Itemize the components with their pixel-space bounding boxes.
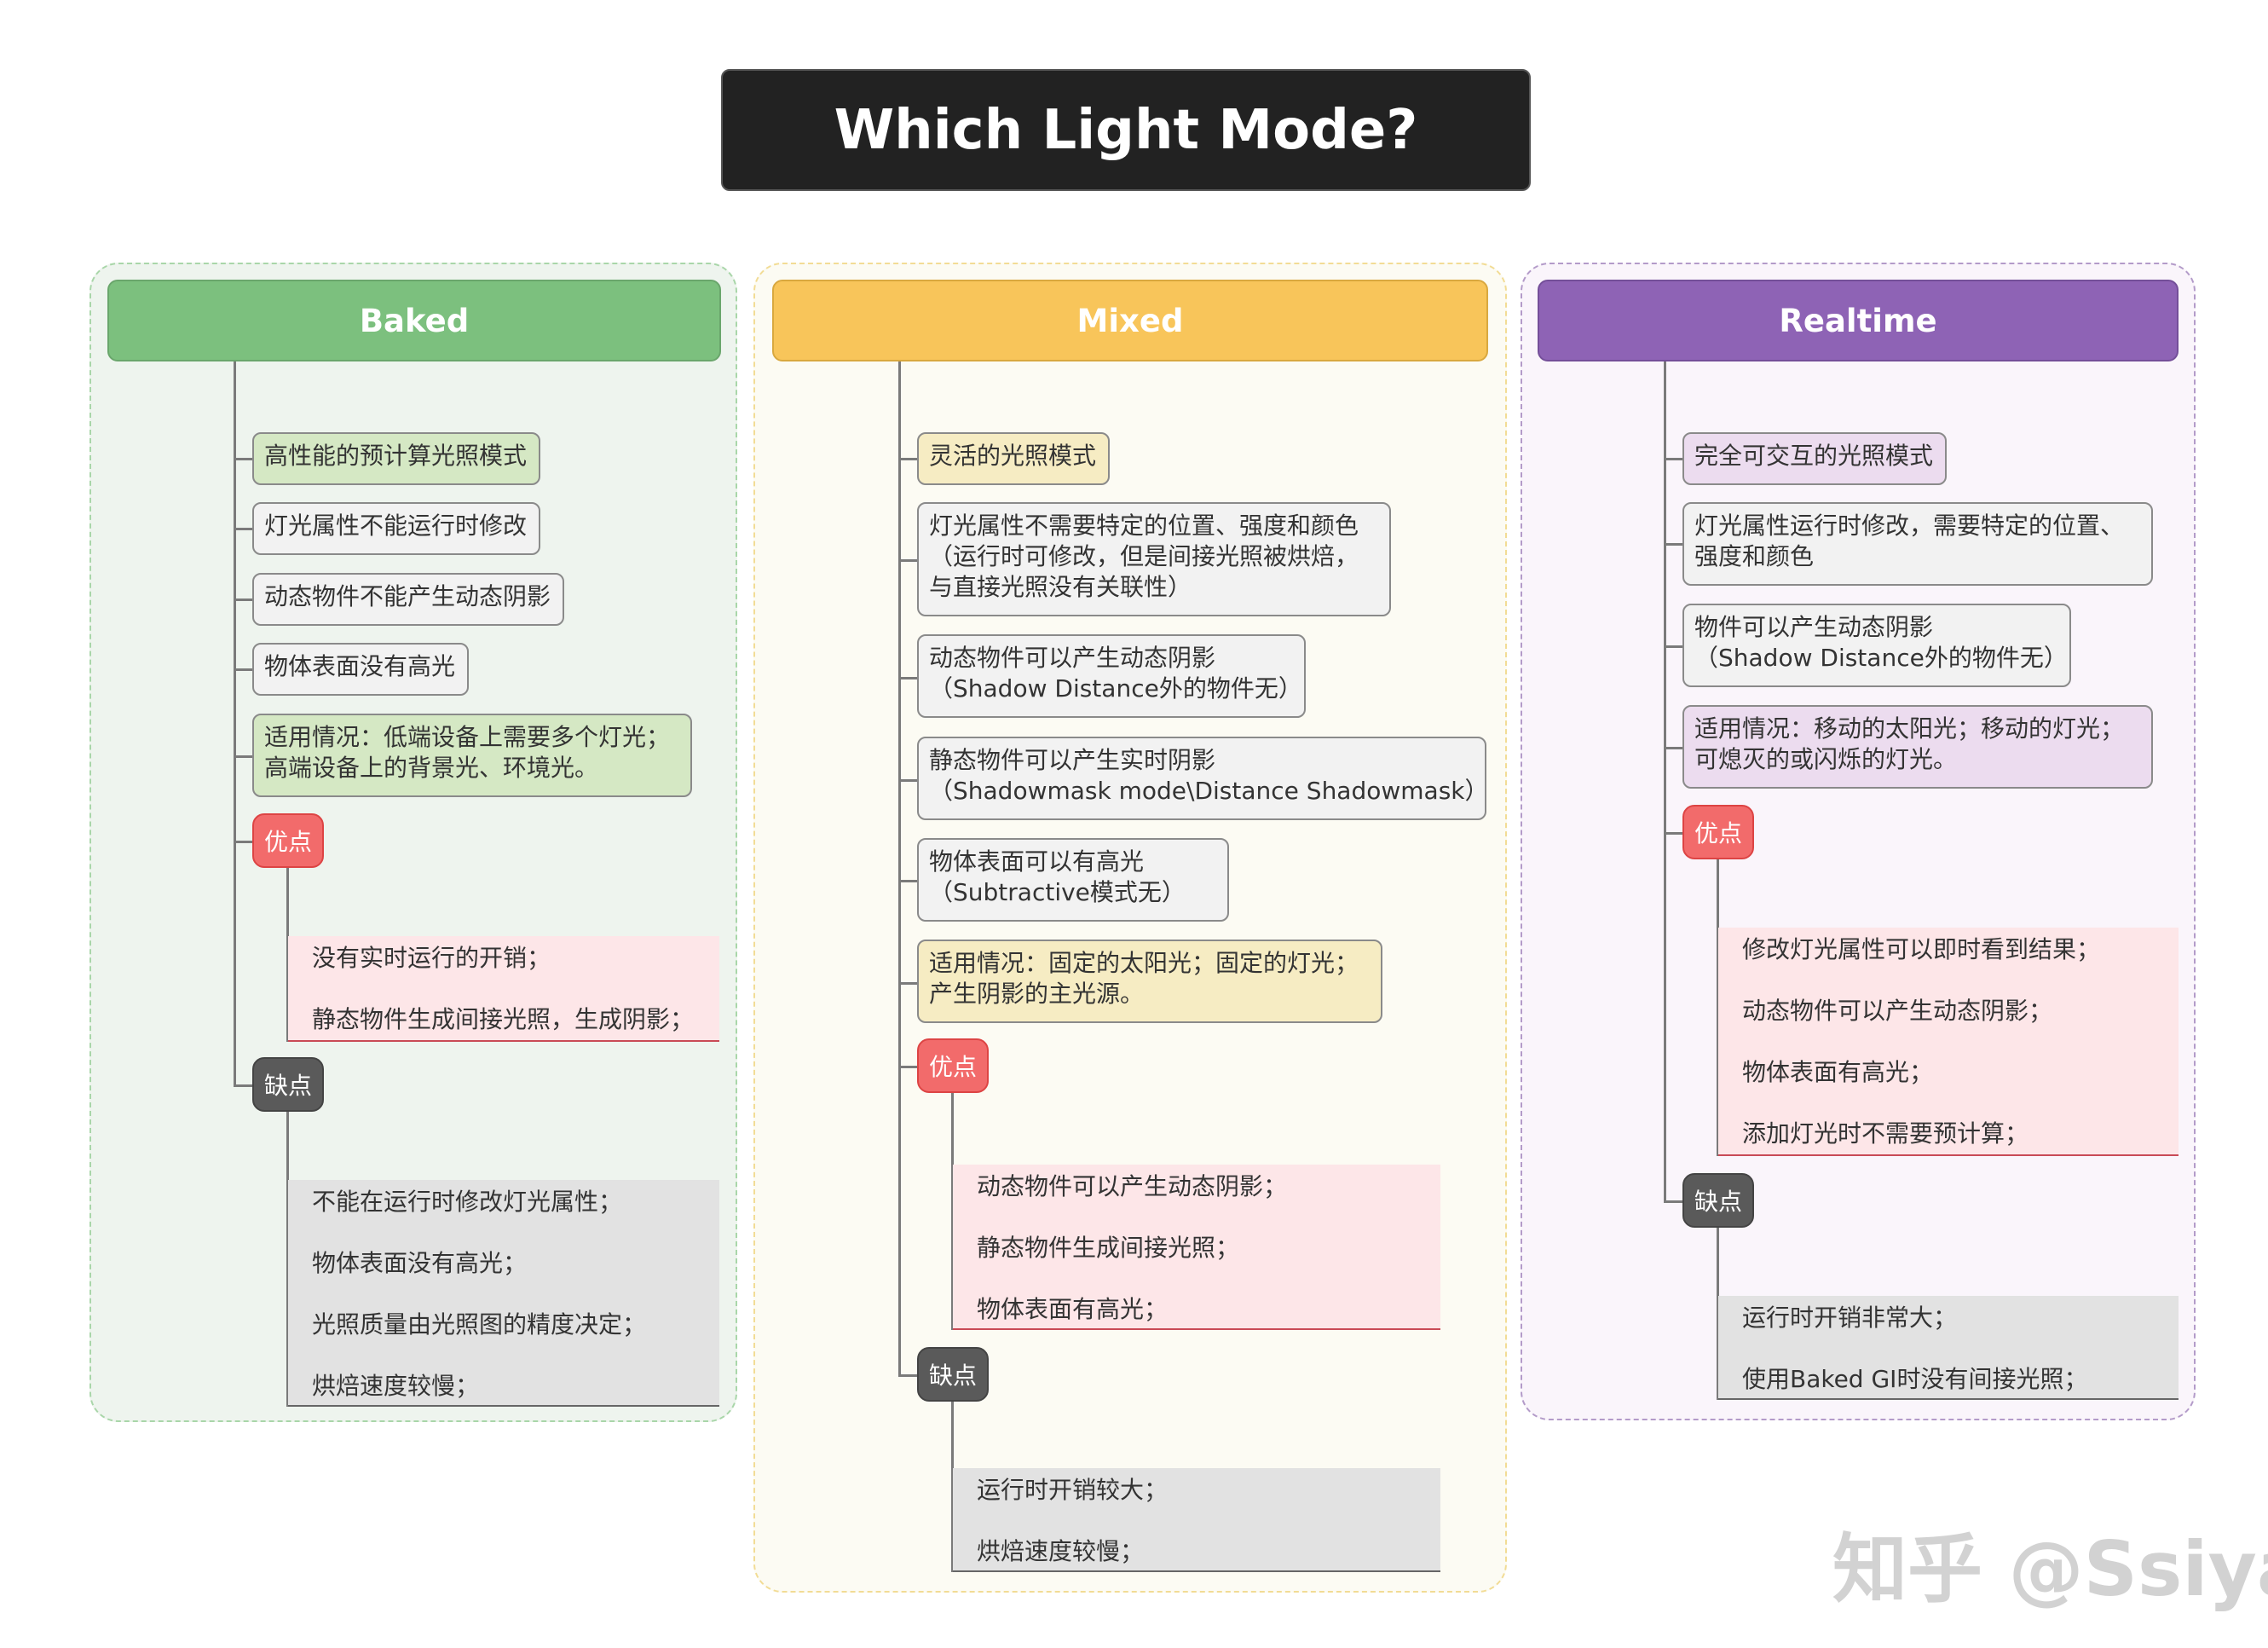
list-item: 修改灯光属性可以即时看到结果； xyxy=(1742,935,2101,963)
list-item: 烘焙速度较慢； xyxy=(312,1372,480,1400)
list-item: 静态物件生成间接光照； xyxy=(977,1234,1240,1262)
mixed-pros-tag: 优点 xyxy=(917,1038,989,1093)
realtime-item-1: 完全可交互的光照模式 xyxy=(1682,432,1947,485)
list-item: 物体表面有高光； xyxy=(977,1295,1169,1323)
list-item: 静态物件生成间接光照，生成阴影； xyxy=(312,1005,695,1033)
list-item: 添加灯光时不需要预计算； xyxy=(1742,1119,2029,1148)
mixed-item-5: 物体表面可以有高光 （Subtractive模式无） xyxy=(917,838,1229,922)
list-item: 物体表面没有高光； xyxy=(312,1249,528,1277)
realtime-cons-list: 运行时开销非常大； 使用Baked GI时没有间接光照； xyxy=(1718,1296,2179,1400)
list-item: 不能在运行时修改灯光属性； xyxy=(312,1188,623,1216)
baked-pros-tag: 优点 xyxy=(252,813,324,868)
baked-item-2: 灯光属性不能运行时修改 xyxy=(252,502,540,555)
baked-item-4: 物体表面没有高光 xyxy=(252,643,469,696)
list-item: 使用Baked GI时没有间接光照； xyxy=(1742,1365,2088,1393)
mixed-item-6: 适用情况：固定的太阳光；固定的灯光； 产生阴影的主光源。 xyxy=(917,940,1382,1023)
mixed-item-4: 静态物件可以产生实时阴影 （Shadowmask mode\Distance S… xyxy=(917,737,1489,820)
list-item: 物体表面有高光； xyxy=(1742,1058,1934,1086)
baked-item-1: 高性能的预计算光照模式 xyxy=(252,432,540,485)
baked-cons-list: 不能在运行时修改灯光属性； 物体表面没有高光； 光照质量由光照图的精度决定； 烘… xyxy=(288,1180,719,1407)
watermark: 知乎 @Ssiya xyxy=(1832,1525,2268,1613)
baked-cons-tag: 缺点 xyxy=(252,1057,324,1112)
realtime-header: Realtime xyxy=(1538,280,2179,361)
realtime-item-2: 灯光属性运行时修改，需要特定的位置、 强度和颜色 xyxy=(1682,502,2153,586)
realtime-item-3: 物件可以产生动态阴影 （Shadow Distance外的物件无） xyxy=(1682,604,2071,687)
mixed-cons-tag: 缺点 xyxy=(917,1347,989,1402)
realtime-cons-tag: 缺点 xyxy=(1682,1173,1754,1228)
baked-item-5: 适用情况：低端设备上需要多个灯光； 高端设备上的背景光、环境光。 xyxy=(252,714,692,797)
realtime-item-4: 适用情况：移动的太阳光；移动的灯光； 可熄灭的或闪烁的灯光。 xyxy=(1682,705,2153,789)
list-item: 烘焙速度较慢； xyxy=(977,1537,1145,1565)
mixed-header: Mixed xyxy=(772,280,1488,361)
baked-pros-list: 没有实时运行的开销； 静态物件生成间接光照，生成阴影； xyxy=(288,936,719,1042)
mixed-item-2: 灯光属性不需要特定的位置、强度和颜色 （运行时可修改，但是间接光照被烘焙， 与直… xyxy=(917,502,1391,616)
list-item: 运行时开销非常大； xyxy=(1742,1304,1958,1332)
mixed-panel xyxy=(753,263,1507,1593)
baked-header: Baked xyxy=(107,280,721,361)
baked-item-3: 动态物件不能产生动态阴影 xyxy=(252,573,564,626)
list-item: 运行时开销较大； xyxy=(977,1476,1169,1504)
mixed-item-3: 动态物件可以产生动态阴影 （Shadow Distance外的物件无） xyxy=(917,634,1306,718)
mixed-item-1: 灵活的光照模式 xyxy=(917,432,1110,485)
diagram-title: Which Light Mode? xyxy=(721,69,1531,191)
realtime-pros-list: 修改灯光属性可以即时看到结果； 动态物件可以产生动态阴影； 物体表面有高光； 添… xyxy=(1718,928,2179,1156)
list-item: 动态物件可以产生动态阴影； xyxy=(977,1172,1288,1200)
realtime-pros-tag: 优点 xyxy=(1682,805,1754,859)
mixed-cons-list: 运行时开销较大； 烘焙速度较慢； xyxy=(953,1468,1440,1572)
list-item: 没有实时运行的开销； xyxy=(312,944,551,972)
list-item: 动态物件可以产生动态阴影； xyxy=(1742,997,2053,1025)
list-item: 光照质量由光照图的精度决定； xyxy=(312,1310,647,1339)
mixed-pros-list: 动态物件可以产生动态阴影； 静态物件生成间接光照； 物体表面有高光； xyxy=(953,1165,1440,1330)
